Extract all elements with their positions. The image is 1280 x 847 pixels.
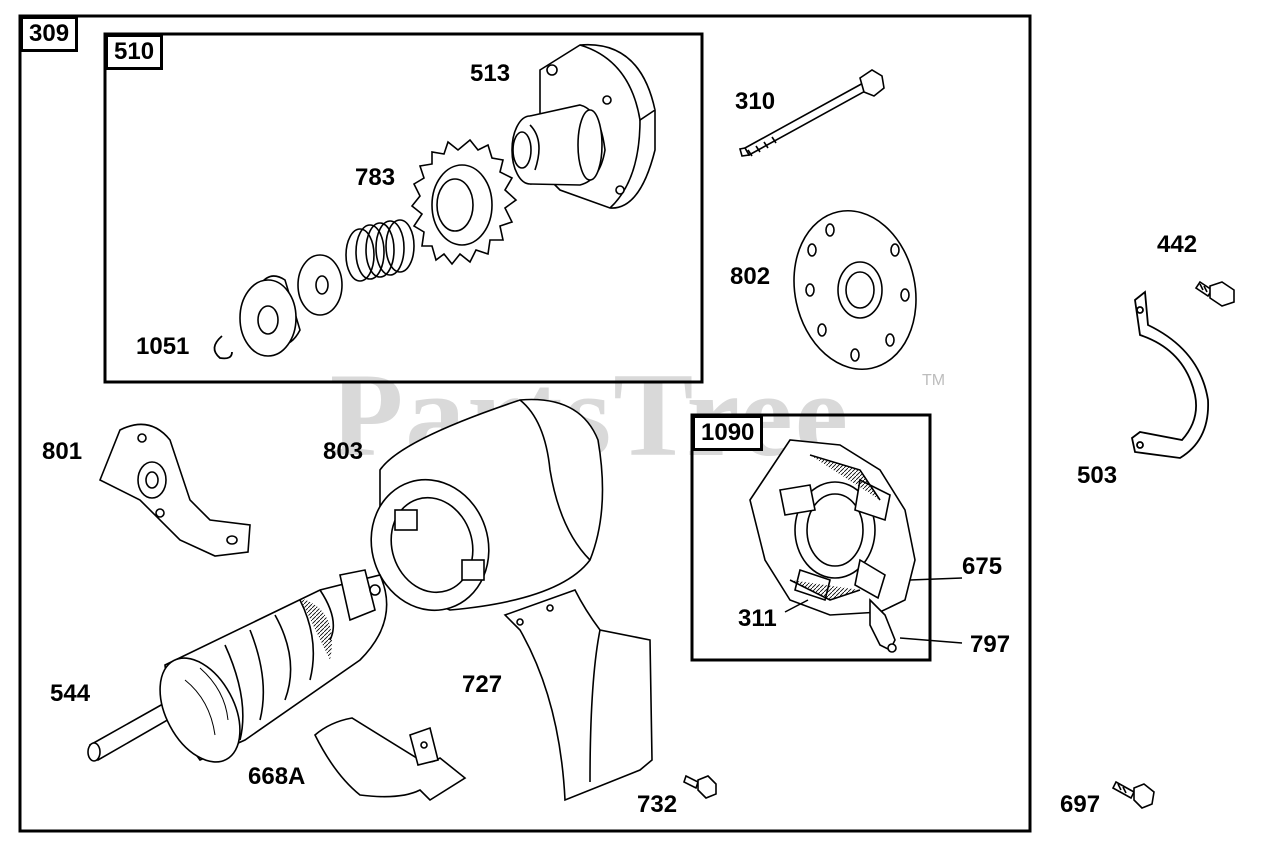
watermark-trademark: TM: [922, 372, 946, 389]
part-1051-retaining-ring: [213, 335, 233, 360]
callout-732: 732: [637, 791, 678, 818]
group-1090-frame: [690, 413, 932, 662]
part-802-end-plate: [793, 209, 917, 371]
part-544-armature: [87, 569, 388, 763]
group-510-frame: [103, 32, 704, 384]
group-309-frame: [18, 14, 1032, 833]
callout-802: 802: [730, 263, 771, 290]
callout-544: 544: [50, 680, 91, 707]
part-spring: [345, 219, 415, 282]
callout-513: 513: [470, 60, 511, 87]
part-513-drive-housing: [511, 43, 656, 209]
part-442-screw: [1194, 280, 1235, 307]
part-697-screw: [1111, 780, 1155, 809]
part-668A-insulator: [314, 717, 467, 802]
group-label-309: 309: [20, 16, 79, 52]
callout-1051: 1051: [136, 333, 190, 360]
part-803-motor-housing: [370, 398, 604, 612]
callout-311: 311: [738, 605, 777, 632]
callout-310: 310: [735, 88, 776, 115]
part-1090-brush-holder: [749, 439, 916, 653]
part-783-pinion-gear: [410, 138, 518, 266]
callout-801: 801: [42, 438, 83, 465]
callout-675: 675: [962, 553, 1003, 580]
part-stop-collar: [239, 275, 301, 357]
part-washer: [297, 254, 343, 316]
callout-797: 797: [970, 631, 1011, 658]
callout-783: 783: [355, 164, 396, 191]
callout-803: 803: [323, 438, 364, 465]
callout-503: 503: [1077, 462, 1118, 489]
callout-727: 727: [462, 671, 503, 698]
callout-697: 697: [1060, 791, 1101, 818]
part-503-strap: [1130, 290, 1209, 459]
part-310-through-bolt: [738, 69, 885, 157]
part-732-screw: [683, 774, 717, 799]
part-801-bracket: [98, 423, 251, 557]
group-label-1090: 1090: [692, 415, 764, 451]
leader-lines: [784, 577, 963, 644]
callout-668A: 668A: [248, 763, 306, 790]
callout-442: 442: [1157, 231, 1198, 258]
group-label-510: 510: [105, 34, 164, 70]
part-727-cover: [503, 589, 653, 802]
